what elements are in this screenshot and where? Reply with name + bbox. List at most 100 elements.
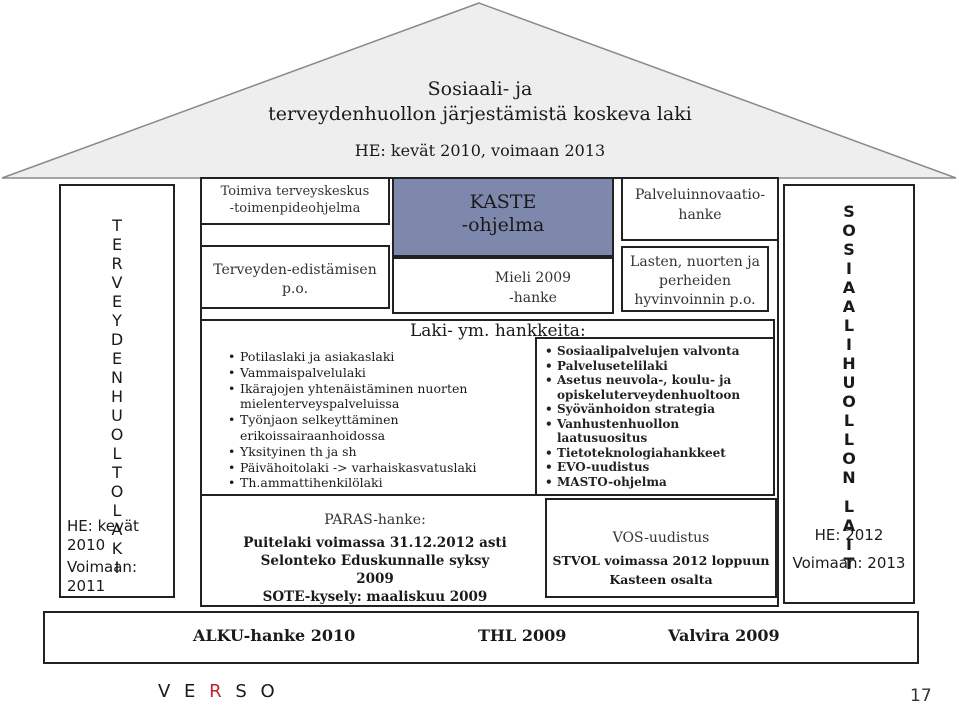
roof-title-line2: terveydenhuollon järjestämistä koskeva l… [268, 103, 692, 125]
roof-title: Sosiaali- ja terveydenhuollon järjestämi… [230, 77, 730, 127]
pillar-letter: I [846, 535, 852, 554]
pillar-letter: V [111, 273, 123, 292]
mieli-line1: Mieli 2009 [494, 270, 572, 286]
pillar-letter: O [842, 221, 856, 240]
laki-right-box: Sosiaalipalvelujen valvonta Palvelusetel… [535, 337, 775, 496]
laki-left-list: Potilaslaki ja asiakaslaki Vammaispalvel… [228, 349, 518, 491]
pillar-letter: O [110, 482, 124, 501]
paras-block: PARAS-hanke: Puitelaki voimassa 31.12.20… [240, 512, 510, 606]
laki-right-list: Sosiaalipalvelujen valvonta Palvelusetel… [545, 344, 765, 489]
pillar-letter: N [111, 368, 123, 387]
pillar-letter: H [110, 387, 124, 406]
list-item: MASTO-ohjelma [545, 475, 765, 490]
pillar-letter: T [112, 216, 122, 235]
list-item: Yksityinen th ja sh [228, 444, 518, 460]
pillar-letter: A [842, 297, 856, 316]
roof-title-line1: Sosiaali- ja [427, 78, 533, 100]
left-pillar: T E R V E Y D E N H U O L T O L A K I HE… [59, 184, 175, 598]
foundation-item-2: THL 2009 [478, 626, 567, 645]
mieli-box: Mieli 2009 -hanke [392, 257, 614, 314]
page-number: 17 [910, 686, 932, 706]
foundation-item-1: ALKU-hanke 2010 [193, 626, 356, 645]
pillar-letter: E [111, 349, 123, 368]
roof-subtitle: HE: kevät 2010, voimaan 2013 [354, 141, 606, 160]
list-item: Asetus neuvola-, koulu- ja opiskeluterve… [545, 373, 765, 402]
pillar-letter: N [842, 468, 856, 487]
pillar-letter: O [842, 392, 856, 411]
right-pillar-voimaan: Voimaan: 2013 [792, 554, 906, 572]
pillar-letter: O [842, 449, 856, 468]
verso-logo: V E R S O [158, 681, 279, 702]
right-pillar: S O S I A A L I H U O L L O N L A I T HE… [783, 184, 915, 604]
palvelu-line1: Palveluinnovaatio- [634, 187, 766, 203]
paras-title: PARAS-hanke: [324, 512, 426, 528]
pillar-letter: H [842, 354, 856, 373]
foundation-box: ALKU-hanke 2010 THL 2009 Valvira 2009 [43, 611, 919, 664]
paras-line3: SOTE-kysely: maaliskuu 2009 [262, 589, 488, 605]
pillar-letter: I [846, 335, 852, 354]
right-pillar-letters: S O S I A A L I H U O L L O N L A I T [785, 202, 913, 573]
pillar-letter: R [111, 254, 123, 273]
pillar-letter: U [111, 406, 123, 425]
left-pillar-letters: T E R V E Y D E N H U O L T O L A K I [61, 216, 173, 577]
pillar-letter: K [111, 539, 123, 558]
lasten-box: Lasten, nuorten ja perheiden hyvinvoinni… [621, 246, 769, 312]
left-pillar-voimaan: Voimaan: 2011 [67, 558, 137, 595]
pillar-letter: L [112, 501, 122, 520]
pillar-letter: I [114, 558, 120, 577]
vos-title: VOS-uudistus [612, 530, 710, 546]
lasten-line1: Lasten, nuorten ja [630, 254, 760, 270]
pillar-letter: L [843, 316, 855, 335]
terveyden-box: Terveyden-edistämisen p.o. [200, 245, 390, 309]
list-item: Vanhustenhuollon laatusuositus [545, 417, 707, 446]
pillar-letter: E [111, 292, 123, 311]
list-item: EVO-uudistus [545, 460, 765, 475]
kaste-line2: -ohjelma [461, 214, 545, 236]
pillar-letter: D [110, 330, 124, 349]
pillar-letter: T [843, 554, 855, 573]
palvelu-line2: hanke [678, 207, 722, 223]
list-item: Vammaispalvelulaki [228, 365, 518, 381]
pillar-letter: A [842, 278, 856, 297]
right-pillar-he: HE: 2012 [814, 526, 884, 544]
list-item: Työnjaon selkeyttäminen erikoissairaanho… [228, 412, 470, 444]
toimiva-line1: Toimiva terveyskeskus [220, 184, 370, 199]
vos-line2: Kasteen osalta [609, 572, 713, 587]
left-pillar-he: HE: kevät 2010 [67, 517, 139, 554]
pillar-letter: A [111, 520, 123, 539]
toimiva-line2: -toimenpideohjelma [229, 201, 361, 216]
paras-line1: Puitelaki voimassa 31.12.2012 asti [243, 535, 507, 551]
laki-heading: Laki- ym. hankkeita: [410, 321, 586, 341]
list-item: Päivähoitolaki -> varhaiskasvatuslaki [228, 460, 518, 476]
pillar-letter: S [843, 202, 855, 221]
pillar-letter: O [110, 425, 124, 444]
pillar-letter: I [846, 259, 852, 278]
list-item: Syövänhoidon strategia [545, 402, 765, 417]
kaste-box: KASTE -ohjelma [392, 177, 614, 257]
vos-line1: STVOL voimassa 2012 loppuun [552, 553, 770, 568]
mieli-line2: -hanke [509, 290, 557, 306]
list-item: Th.ammattihenkilölaki [228, 475, 518, 491]
list-item: Sosiaalipalvelujen valvonta [545, 344, 765, 359]
lasten-line3: hyvinvoinnin p.o. [634, 292, 756, 308]
list-item: Tietoteknologiahankkeet [545, 446, 765, 461]
pillar-letter: A [842, 516, 856, 535]
terveyden-line2: p.o. [281, 281, 309, 297]
pillar-letter: L [112, 444, 122, 463]
foundation-item-3: Valvira 2009 [668, 626, 780, 645]
list-item: Ikärajojen yhtenäistäminen nuorten miele… [228, 381, 500, 413]
list-item: Potilaslaki ja asiakaslaki [228, 349, 518, 365]
pillar-letter: S [843, 240, 855, 259]
toimiva-box: Toimiva terveyskeskus -toimenpideohjelma [200, 177, 390, 225]
pillar-letter: T [112, 463, 122, 482]
paras-line2: Selonteko Eduskunnalle syksy 2009 [260, 553, 490, 587]
terveyden-line1: Terveyden-edistämisen [213, 262, 377, 278]
pillar-letter: E [111, 235, 123, 254]
pillar-letter: L [843, 430, 855, 449]
kaste-line1: KASTE [469, 191, 537, 213]
pillar-letter: Y [112, 311, 122, 330]
list-item: Palvelusetelilaki [545, 359, 765, 374]
palvelu-box: Palveluinnovaatio- hanke [621, 177, 779, 241]
pillar-letter: L [843, 411, 855, 430]
lasten-line2: perheiden [659, 273, 731, 289]
